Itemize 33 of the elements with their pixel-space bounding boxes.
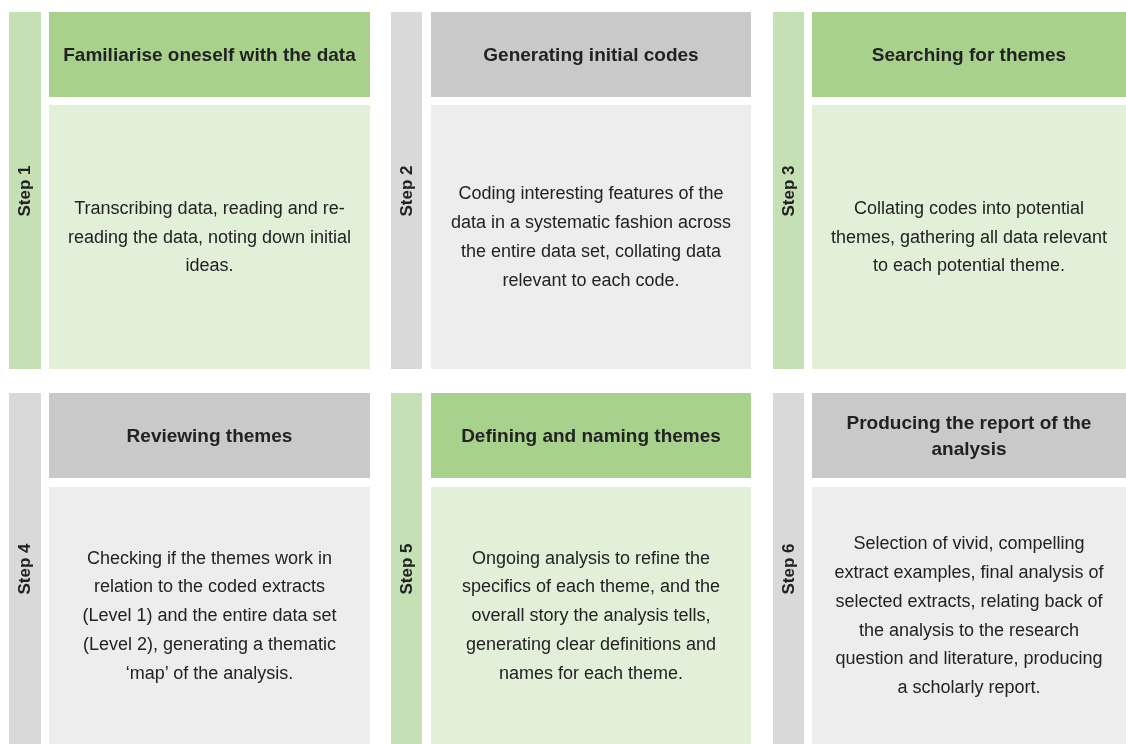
step-label: Step 2 [396,165,417,216]
step-header [812,12,1126,97]
step-header [431,12,751,97]
step-description: Collating codes into potential themes, gathering all data relevant to each potential theme. [829,196,1109,278]
step-title: Searching for themes [870,42,1068,67]
step-label-bar [9,393,41,744]
step-title: Generating initial codes [482,42,700,67]
step-title: Reviewing themes [125,423,294,448]
step-description-panel [49,105,370,369]
step-label: Step 4 [15,543,35,594]
step-header [431,393,751,478]
step-label-bar [773,393,804,744]
step-label: Step 1 [15,165,35,216]
step-label: Step 6 [778,543,799,594]
step-label-bar [391,12,422,369]
step-label-bar [773,12,804,369]
step-description: Coding interesting features of the data in a systematic fashion across the entire data set, collating data relevant to each code. [449,182,733,292]
step-label-bar [391,393,422,744]
step-description-panel [812,105,1126,369]
step-header [49,12,370,97]
step-description: Transcribing data, reading and re-reading the data, noting down initial ideas. [66,196,353,278]
step-description: Checking if the themes work in relation to the coded extracts (Level 1) and the entire data set (Level 2), generating a thematic ‘map’ of the analysis. [81,546,338,685]
step-label-bar [9,12,41,369]
step-description: Ongoing analysis to refine the specifics of each theme, and the overall story the analysis tells, generating clear definitions and names for each theme. [460,546,722,685]
step-description: Selection of vivid, compelling extract examples, final analysis of selected extracts, relating back of the analysis to the research question and literature, producing a scholarly report. [833,532,1105,700]
step-label: Step 5 [396,543,417,594]
step-title: Defining and naming themes [460,423,722,448]
step-title: Familiarise oneself with the data [62,42,357,67]
step-header [812,393,1126,478]
step-title: Producing the report of the analysis [845,410,1093,461]
step-header [49,393,370,478]
step-description-panel [431,487,751,744]
step-label: Step 3 [778,165,799,216]
